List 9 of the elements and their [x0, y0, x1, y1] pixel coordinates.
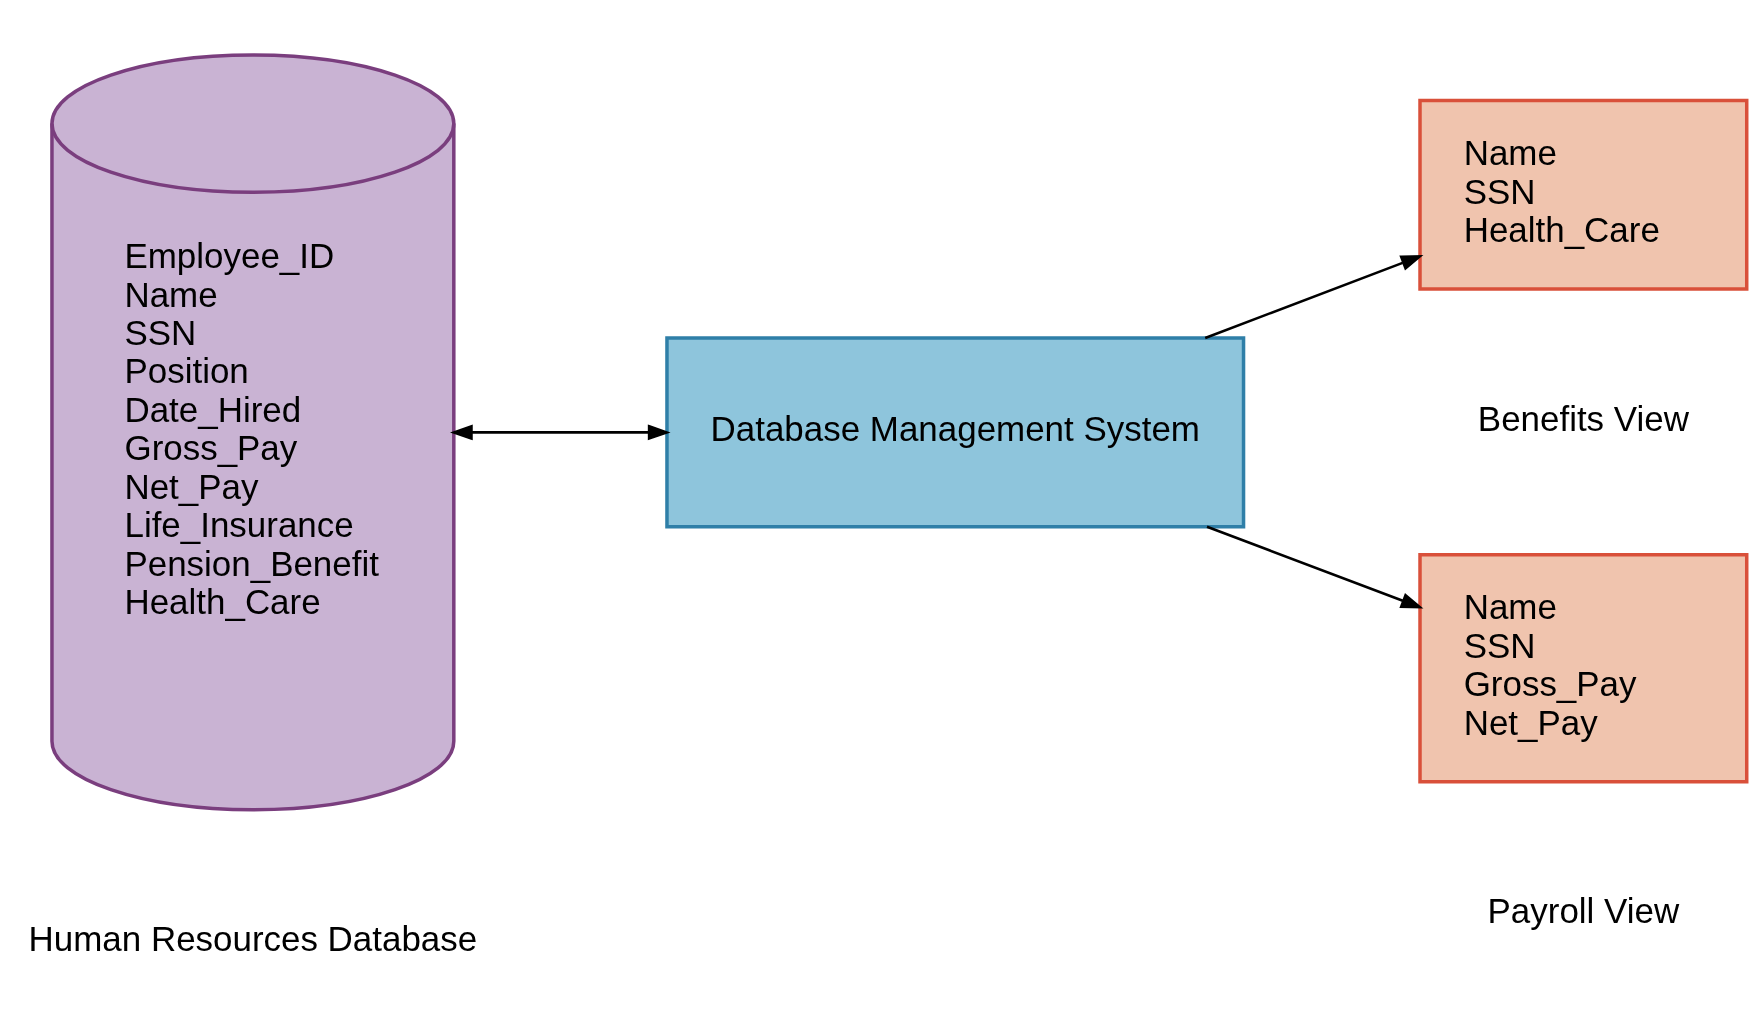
node-label: Payroll View	[1487, 891, 1680, 931]
arrow	[1204, 254, 1424, 340]
node-label: Benefits View	[1477, 398, 1689, 438]
arrow	[1206, 525, 1424, 609]
arrow	[450, 424, 671, 441]
node-label: Human Resources Database	[28, 919, 478, 959]
node-box: Name SSN Health_Care	[1418, 98, 1749, 291]
node-box: Name SSN Gross_Pay Net_Pay	[1418, 552, 1749, 784]
node-box: Database Management System	[665, 336, 1246, 529]
